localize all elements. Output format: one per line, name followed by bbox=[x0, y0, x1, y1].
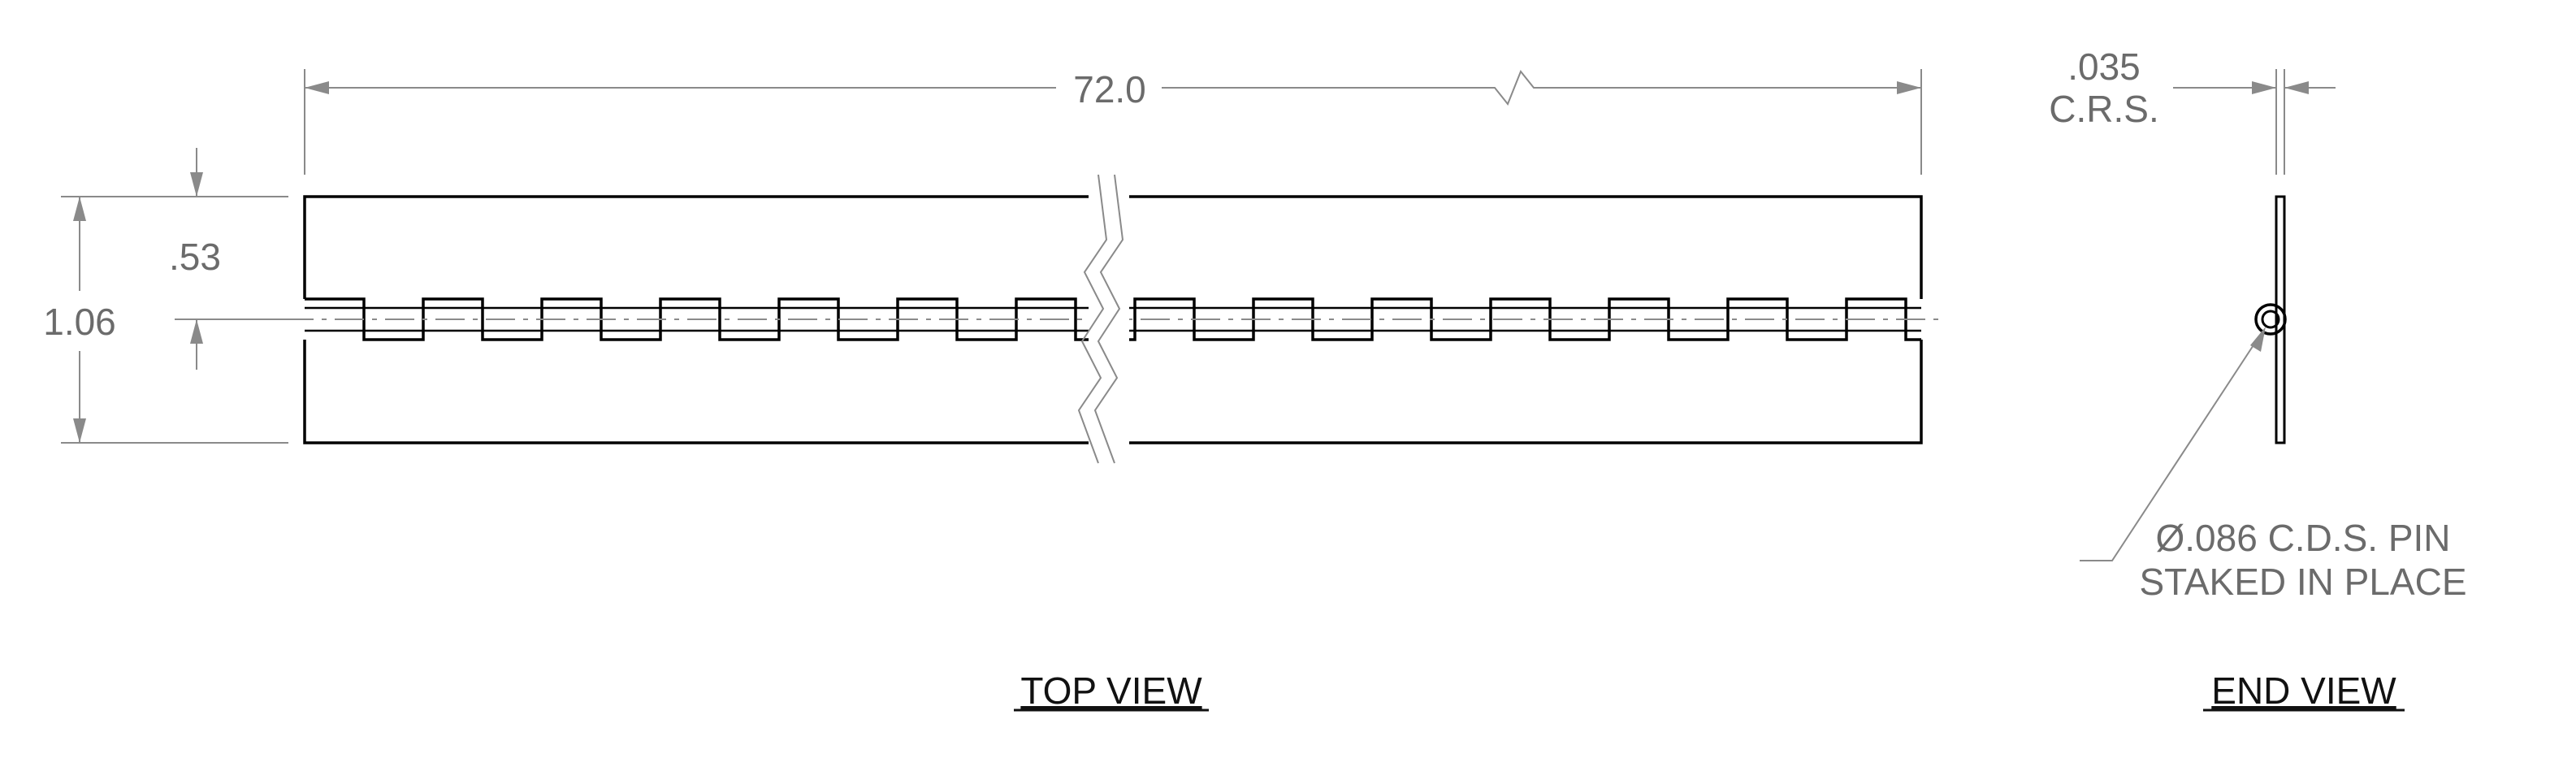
half-width-arrow-bottom bbox=[190, 319, 203, 344]
half-width-dimension: .53 bbox=[169, 236, 221, 278]
length-arrow-left bbox=[305, 81, 329, 94]
break-line-right bbox=[1093, 174, 1124, 464]
material-label: C.R.S. bbox=[2049, 88, 2158, 130]
top-view: 72.0 1.06 .53 TOP VIEW bbox=[43, 68, 1942, 712]
thickness-arrow-left bbox=[2252, 81, 2276, 94]
width-arrow-bottom bbox=[73, 418, 86, 443]
pin-inner-circle bbox=[2261, 310, 2280, 329]
thickness-arrow-right bbox=[2284, 81, 2309, 94]
break-line-left bbox=[1077, 174, 1108, 464]
length-dimension: 72.0 bbox=[1073, 68, 1146, 110]
width-dimension: 1.06 bbox=[43, 301, 116, 343]
top-view-label: TOP VIEW bbox=[1020, 670, 1202, 712]
end-view: .035 C.R.S. Ø.086 C.D.S. PIN STAKED IN P… bbox=[2049, 46, 2466, 712]
break-gap bbox=[1089, 172, 1129, 465]
half-width-arrow-top bbox=[190, 172, 203, 197]
length-arrow-right bbox=[1897, 81, 1921, 94]
pin-note-line1: Ø.086 C.D.S. PIN bbox=[2155, 517, 2450, 559]
width-arrow-top bbox=[73, 197, 86, 221]
pin-note-line2: STAKED IN PLACE bbox=[2139, 561, 2466, 603]
end-view-label: END VIEW bbox=[2211, 670, 2396, 712]
length-dim-line-right bbox=[1162, 70, 1921, 106]
pin-leader-arrow bbox=[2250, 327, 2266, 352]
knuckle-outline bbox=[305, 297, 1921, 341]
pin-leader-line bbox=[2080, 331, 2263, 561]
pin-outer-circle bbox=[2254, 303, 2287, 336]
thickness-dimension: .035 bbox=[2067, 46, 2141, 88]
